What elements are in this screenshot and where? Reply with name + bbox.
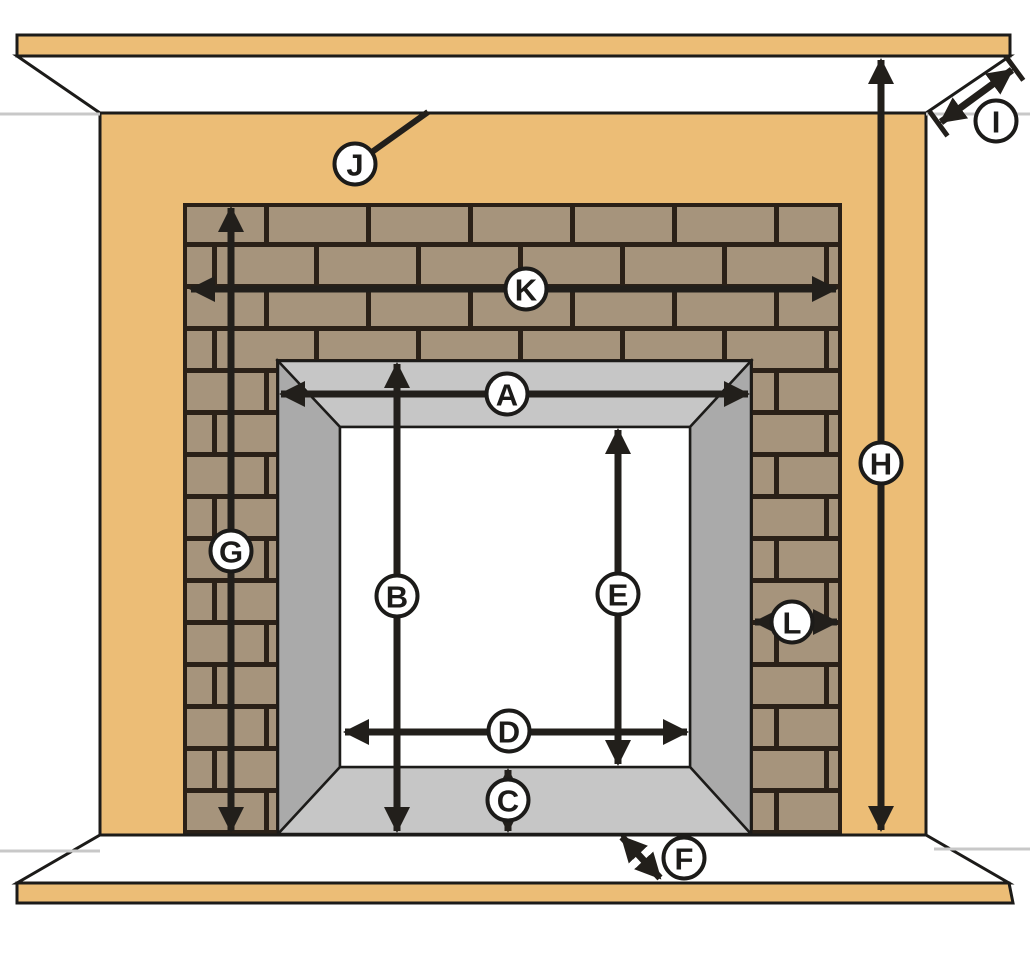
dimension-A-letter: A: [496, 378, 518, 413]
dimension-G-letter: G: [219, 535, 243, 570]
dimension-I-bubble: [973, 98, 1019, 144]
dimension-B-bubble: [374, 573, 420, 619]
dimension-H: H: [858, 58, 904, 832]
dimension-I-arrow: [938, 67, 1015, 125]
dimension-K-bubble: [503, 266, 549, 312]
dimension-F: F: [619, 834, 707, 881]
dimension-C: C: [485, 768, 531, 833]
dimension-A: A: [279, 371, 750, 417]
dimension-L-bubble: [769, 599, 815, 645]
dimension-C-letter: C: [497, 784, 519, 819]
dimension-F-arrow: [619, 834, 663, 881]
dimension-E-letter: E: [608, 578, 629, 613]
insert-faceplate: [275, 357, 754, 838]
dimension-J: J: [332, 109, 430, 187]
dimension-D-letter: D: [498, 715, 520, 750]
dimension-I-tick-upper: [1003, 54, 1026, 82]
dimension-E: E: [595, 428, 641, 766]
dimension-K-letter: K: [515, 273, 538, 308]
dimension-F-letter: F: [675, 842, 694, 877]
dimension-I-letter: I: [992, 105, 1001, 140]
dimension-F-bubble: [661, 835, 707, 881]
dimension-I: I: [927, 54, 1026, 144]
dimension-L: L: [753, 599, 839, 645]
dimension-G: G: [208, 206, 254, 833]
dimension-I-tick-lower: [927, 110, 950, 138]
dimension-G-bubble: [208, 528, 254, 574]
dimension-J-bubble: [332, 141, 378, 187]
dimension-H-bubble: [858, 440, 904, 486]
dimension-B: B: [374, 362, 420, 833]
hearth-top: [11, 833, 1015, 885]
dimension-J-letter: J: [346, 148, 363, 183]
dimension-A-bubble: [484, 371, 530, 417]
dimension-D: D: [343, 708, 689, 754]
dimension-arrows: K G H A B E D: [189, 54, 1026, 881]
hearth-front-edge: [15, 881, 1015, 905]
dimension-B-letter: B: [386, 580, 408, 615]
dimension-E-bubble: [595, 571, 641, 617]
dimension-J-leader-line: [370, 109, 430, 155]
mantel-shelf-underside: [12, 54, 1015, 115]
dimension-H-letter: H: [870, 447, 892, 482]
dimension-C-bubble: [485, 777, 531, 823]
dimension-D-bubble: [486, 708, 532, 754]
dimension-K: K: [189, 266, 838, 312]
mantel-shelf-top: [15, 33, 1012, 58]
dimension-L-letter: L: [783, 606, 802, 641]
faceplate-left-face: [276, 357, 342, 838]
faceplate-right-face: [688, 357, 753, 838]
